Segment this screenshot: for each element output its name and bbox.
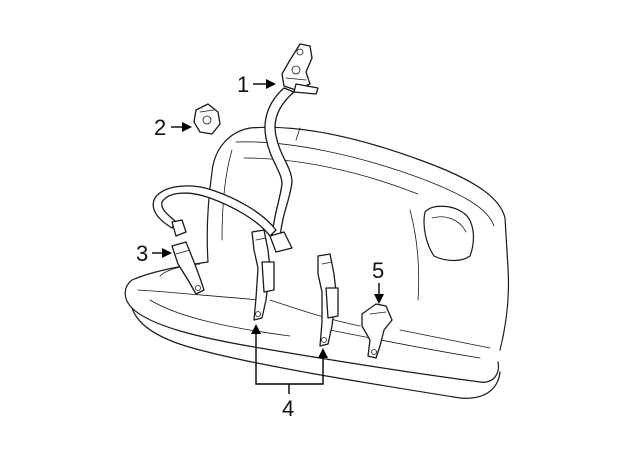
callout-1: 1	[237, 72, 276, 97]
bench-seat	[124, 126, 510, 399]
callout-5-label: 5	[372, 258, 384, 283]
part-1-shoulder-belt-retractor	[264, 43, 319, 253]
part-5-right-buckle	[361, 303, 393, 359]
lap-belt-loop	[152, 185, 277, 237]
callout-1-label: 1	[237, 72, 249, 97]
callout-4-leader	[255, 332, 324, 385]
callout-5-arrowhead	[374, 294, 384, 304]
callout-4-arrowhead-right	[318, 348, 328, 358]
callout-2-label: 2	[154, 115, 166, 140]
callout-1-arrowhead	[266, 79, 276, 89]
callout-3: 3	[136, 241, 172, 266]
part-3-left-buckle	[171, 241, 205, 295]
callout-2: 2	[154, 115, 192, 140]
callout-2-arrowhead	[182, 122, 192, 132]
part-4-center-belts	[251, 229, 339, 347]
part-2-belt-guide	[193, 103, 221, 135]
callout-4-arrowhead-left	[251, 324, 261, 334]
callout-4: 4	[251, 324, 328, 421]
callout-3-label: 3	[136, 241, 148, 266]
callout-5: 5	[372, 258, 384, 304]
callout-4-label: 4	[282, 396, 294, 421]
callout-3-arrowhead	[162, 248, 172, 258]
